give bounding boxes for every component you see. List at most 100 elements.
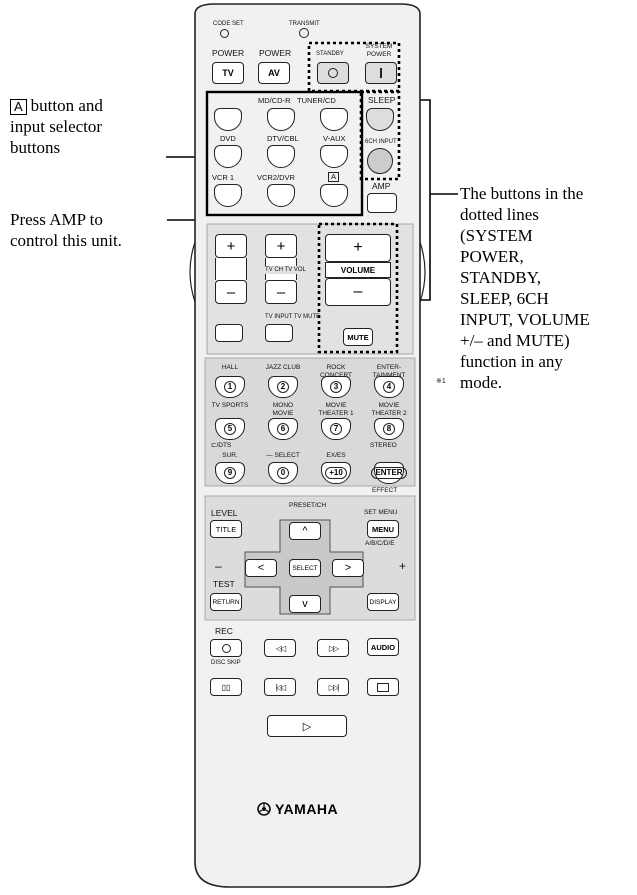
system-power-label: SYSTEM POWER: [365, 43, 393, 58]
system-power-icon: [380, 68, 382, 78]
callout-amp: Press AMP to control this unit.: [10, 210, 122, 250]
standby-button[interactable]: [317, 62, 349, 84]
nav-up-button[interactable]: ^: [289, 522, 321, 540]
power-tv-label: POWER: [212, 48, 245, 58]
dsp-button[interactable]: 3: [321, 376, 351, 398]
tv-input-button[interactable]: [215, 324, 243, 342]
dsp-label: MONO MOVIE: [272, 402, 294, 417]
input-button-md-cdr[interactable]: [267, 108, 295, 131]
tv-mute-button[interactable]: [265, 324, 293, 342]
dsp-button[interactable]: 7: [321, 418, 351, 440]
dsp-button[interactable]: 5: [215, 418, 245, 440]
yamaha-logo: YAMAHA: [257, 801, 338, 817]
power-av-button[interactable]: AV: [258, 62, 290, 84]
dsp-button[interactable]: 9: [215, 462, 245, 484]
volume-minus-button[interactable]: –: [325, 278, 391, 306]
six-ch-input-button[interactable]: [367, 148, 393, 174]
input-button-dtv-cbl[interactable]: [267, 145, 295, 168]
fast-forward-button[interactable]: ▷▷: [317, 639, 349, 657]
fast-forward-icon: ▷▷: [328, 643, 339, 653]
nav-left-button[interactable]: <: [245, 559, 277, 577]
volume-label-plate: VOLUME: [325, 262, 391, 278]
callout-dotted-line: POWER,: [460, 247, 524, 266]
transmit-label: TRANSMIT: [289, 21, 320, 27]
nav-plus-label: +: [399, 559, 407, 573]
stop-button[interactable]: [367, 678, 399, 696]
callout-dotted-line: STANDBY,: [460, 268, 541, 287]
rewind-button[interactable]: ◁◁: [264, 639, 296, 657]
input-button-a[interactable]: [320, 184, 348, 207]
dsp-label: TV SPORTS: [211, 402, 249, 409]
abcde-label: A/B/C/D/E: [365, 540, 395, 547]
dsp-button-number: +10: [325, 467, 347, 479]
dsp-label: MOVIE THEATER 1: [318, 402, 354, 417]
input-label-vaux: V-AUX: [323, 134, 346, 143]
callout-dotted-line: SLEEP, 6CH: [460, 289, 549, 308]
audio-button[interactable]: AUDIO: [367, 638, 399, 656]
input-label-a: A: [328, 172, 340, 182]
dsp-button[interactable]: 2: [268, 376, 298, 398]
input-button-dvd[interactable]: [214, 145, 242, 168]
sleep-button[interactable]: [366, 108, 394, 131]
dsp-button[interactable]: 4: [374, 376, 404, 398]
volume-plus-button[interactable]: +: [325, 234, 391, 262]
callout-dotted-line: (SYSTEM: [460, 226, 533, 245]
dsp-button[interactable]: 8: [374, 418, 404, 440]
code-set-button[interactable]: [220, 29, 229, 38]
dsp-button-number: 8: [382, 423, 396, 435]
a-marker: A: [10, 99, 27, 115]
dsp-top-label: STEREO: [370, 442, 397, 449]
dsp-button-number: 3: [329, 381, 343, 393]
system-power-button[interactable]: [365, 62, 397, 84]
nav-down-button[interactable]: v: [289, 595, 321, 613]
dsp-label: SUR.: [222, 452, 238, 459]
mute-button[interactable]: MUTE: [343, 328, 373, 346]
dsp-label: ENTER-TAINMENT: [372, 364, 406, 379]
dsp-label: HALL: [221, 364, 239, 371]
menu-button[interactable]: MENU: [367, 520, 399, 538]
rewind-icon: ◁◁: [275, 643, 286, 653]
nav-select-button[interactable]: SELECT: [289, 559, 321, 577]
dsp-button-number: 2: [276, 381, 290, 393]
dsp-button[interactable]: 1: [215, 376, 245, 398]
stop-icon: [377, 682, 389, 692]
dsp-button[interactable]: +10: [321, 462, 351, 484]
tv-ch-plus-button[interactable]: +: [215, 234, 247, 258]
tv-vol-minus-button[interactable]: –: [265, 280, 297, 304]
input-button-phono[interactable]: [214, 108, 242, 131]
amp-button[interactable]: [367, 193, 397, 213]
yamaha-tuning-fork-icon: [257, 802, 271, 816]
rec-button[interactable]: [210, 639, 242, 657]
skip-back-button[interactable]: |◁◁: [264, 678, 296, 696]
dsp-button-number: 9: [223, 467, 237, 479]
input-button-vcr1[interactable]: [214, 184, 242, 207]
dsp-button[interactable]: 6: [268, 418, 298, 440]
title-button[interactable]: TITLE: [210, 520, 242, 538]
dsp-label: EX/ES: [326, 452, 346, 459]
play-button[interactable]: ▷: [267, 715, 347, 737]
play-icon: ▷: [302, 720, 312, 733]
skip-forward-button[interactable]: ▷▷|: [317, 678, 349, 696]
pause-button[interactable]: ▯▯: [210, 678, 242, 696]
dsp-label: — SELECT: [266, 452, 300, 459]
input-button-vcr2-dvr[interactable]: [267, 184, 295, 207]
dsp-button[interactable]: 0: [268, 462, 298, 484]
input-label-vcr1: VCR 1: [212, 173, 235, 182]
tv-ch-minus-button[interactable]: –: [215, 280, 247, 304]
tv-vol-plus-button[interactable]: +: [265, 234, 297, 258]
display-button[interactable]: DISPLAY: [367, 593, 399, 611]
dsp-button-number: 7: [329, 423, 343, 435]
return-button[interactable]: RETURN: [210, 593, 242, 611]
input-button-vaux[interactable]: [320, 145, 348, 168]
remote-control: CODE SET TRANSMIT POWER POWER TV AV STAN…: [185, 2, 430, 890]
power-tv-button[interactable]: TV: [212, 62, 244, 84]
callout-dotted-line: dotted lines: [460, 205, 539, 224]
effect-label: EFFECT: [372, 487, 398, 494]
skip-back-icon: |◁◁: [275, 682, 286, 692]
nav-right-button[interactable]: >: [332, 559, 364, 577]
tv-input-mute-label: TV INPUT TV MUTE: [265, 314, 321, 320]
dsp-button-number: 4: [382, 381, 396, 393]
dsp-button-number: ENTER: [371, 467, 407, 479]
dsp-button[interactable]: ENTER: [371, 462, 407, 484]
input-button-tuner-cd[interactable]: [320, 108, 348, 131]
